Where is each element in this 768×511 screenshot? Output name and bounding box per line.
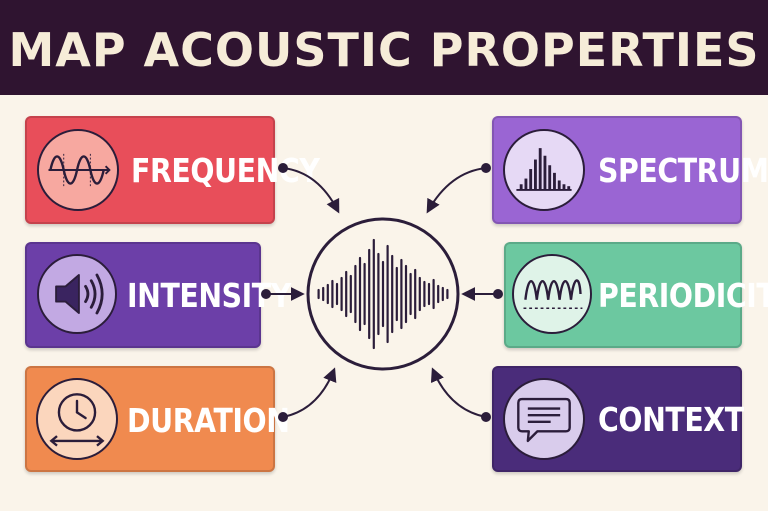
clock-icon <box>36 378 118 460</box>
duration-connector-dot <box>278 412 288 422</box>
speaker-icon <box>37 254 117 334</box>
duration-card: DURATION <box>25 366 290 472</box>
title-banner <box>0 0 768 95</box>
intensity-connector-dot <box>261 289 271 299</box>
frequency-connector-dot <box>278 163 288 173</box>
waveform-bars <box>317 238 449 350</box>
periodicity-connector-dot <box>493 289 503 299</box>
spectrum-connector-dot <box>481 163 491 173</box>
frequency-card: FREQUENCY <box>25 116 320 224</box>
periodicity-label: PERIODICITY <box>598 276 768 315</box>
chat-bubble-icon <box>503 378 585 460</box>
context-connector <box>430 367 487 418</box>
spectrum-label: SPECTRUM <box>598 151 768 190</box>
sine-wave-icon <box>37 129 119 211</box>
duration-label: DURATION <box>127 401 290 440</box>
context-card: CONTEXT <box>492 366 744 472</box>
periodicity-card: PERIODICITY <box>504 242 768 348</box>
frequency-connector <box>282 167 340 214</box>
page-title: MAP ACOUSTIC PROPERTIES <box>8 23 760 77</box>
spectrum-bars-icon <box>503 129 585 211</box>
periodic-wave-icon <box>512 254 592 334</box>
context-label: CONTEXT <box>598 400 744 439</box>
context-connector-dot <box>481 412 491 422</box>
duration-connector <box>282 367 337 418</box>
spectrum-card: SPECTRUM <box>492 116 768 224</box>
spectrum-connector <box>426 167 487 214</box>
frequency-label: FREQUENCY <box>131 151 320 190</box>
